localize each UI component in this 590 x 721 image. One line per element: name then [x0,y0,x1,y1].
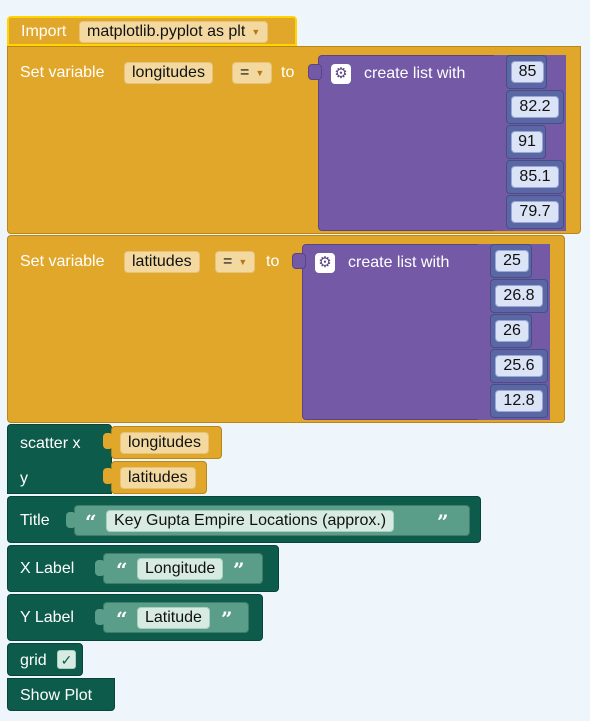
set-variable-label: Set variable [20,64,105,81]
scatter-y-label: y [20,470,28,487]
show-plot-block[interactable]: Show Plot [7,678,115,711]
open-quote-icon: “ [116,558,128,582]
operator-value: = [223,253,233,271]
input-connector [103,433,113,449]
close-quote-icon: ” [221,607,233,631]
number-block[interactable]: 82.2 [506,90,564,124]
number-block[interactable]: 25.6 [490,349,548,383]
number-field[interactable]: 85 [511,61,544,83]
number-field[interactable]: 85.1 [511,166,559,188]
grid-label: grid [20,652,47,669]
gear-icon[interactable]: ⚙ [315,253,335,273]
number-field[interactable]: 25 [495,250,529,272]
variable-field[interactable]: latitudes [120,467,196,489]
variable-latitudes-block[interactable]: latitudes [111,461,207,494]
show-plot-label: Show Plot [20,687,93,704]
variable-name-field[interactable]: longitudes [124,62,213,84]
xlabel-text-field[interactable]: Longitude [137,558,224,580]
module-dropdown-value: matplotlib.pyplot as plt [87,23,246,41]
input-connector [103,468,113,484]
number-block[interactable]: 12.8 [490,384,548,418]
to-label: to [266,253,280,270]
import-block[interactable]: Import matplotlib.pyplot as plt ▼ [7,16,297,46]
set-variable-label: Set variable [20,253,105,270]
number-field[interactable]: 91 [511,131,543,153]
number-block[interactable]: 25 [490,244,532,278]
number-block[interactable]: 26 [490,314,532,348]
number-field[interactable]: 12.8 [495,390,543,412]
text-block[interactable]: “ Longitude ” [103,553,263,584]
operator-dropdown[interactable]: =▼ [232,62,273,84]
dropdown-arrow-icon: ▼ [238,257,248,267]
number-block[interactable]: 79.7 [506,195,564,229]
number-block[interactable]: 26.8 [490,279,548,313]
dropdown-arrow-icon: ▼ [255,68,265,78]
variable-longitudes-block[interactable]: longitudes [111,426,222,459]
create-list-label: create list with [348,254,450,271]
number-block[interactable]: 85 [506,55,547,89]
dropdown-arrow-icon: ▼ [251,27,261,37]
operator-dropdown[interactable]: =▼ [215,251,256,273]
text-block[interactable]: “ Key Gupta Empire Locations (approx.) ” [74,505,470,536]
text-block[interactable]: “ Latitude ” [103,602,249,633]
open-quote-icon: “ [85,510,97,534]
number-block[interactable]: 85.1 [506,160,564,194]
ylabel-text-field[interactable]: Latitude [137,607,210,629]
title-text-field[interactable]: Key Gupta Empire Locations (approx.) [106,510,395,532]
list-connector [292,253,306,269]
gear-icon[interactable]: ⚙ [331,64,351,84]
input-connector [66,512,76,528]
xlabel-label: X Label [20,560,75,577]
grid-block[interactable]: grid ✓ [7,643,83,676]
scatter-block[interactable]: scatter x y [7,424,112,494]
variable-field[interactable]: longitudes [120,432,209,454]
number-field[interactable]: 26 [495,320,529,342]
title-label: Title [20,512,50,529]
number-field[interactable]: 82.2 [511,96,559,118]
scatter-x-label: scatter x [20,435,81,452]
module-dropdown[interactable]: matplotlib.pyplot as plt ▼ [79,21,269,43]
variable-name-field[interactable]: latitudes [124,251,200,273]
open-quote-icon: “ [116,607,128,631]
number-field[interactable]: 26.8 [495,285,543,307]
input-connector [95,609,105,625]
ylabel-label: Y Label [20,609,74,626]
operator-value: = [240,64,250,82]
number-field[interactable]: 79.7 [511,201,559,223]
create-list-label: create list with [364,65,466,82]
close-quote-icon: ” [233,558,245,582]
list-connector [308,64,322,80]
number-field[interactable]: 25.6 [495,355,543,377]
input-connector [95,560,105,576]
close-quote-icon: ” [437,510,449,534]
to-label: to [281,64,295,81]
import-label: Import [21,23,67,40]
checkbox-icon[interactable]: ✓ [57,650,76,669]
number-block[interactable]: 91 [506,125,546,159]
